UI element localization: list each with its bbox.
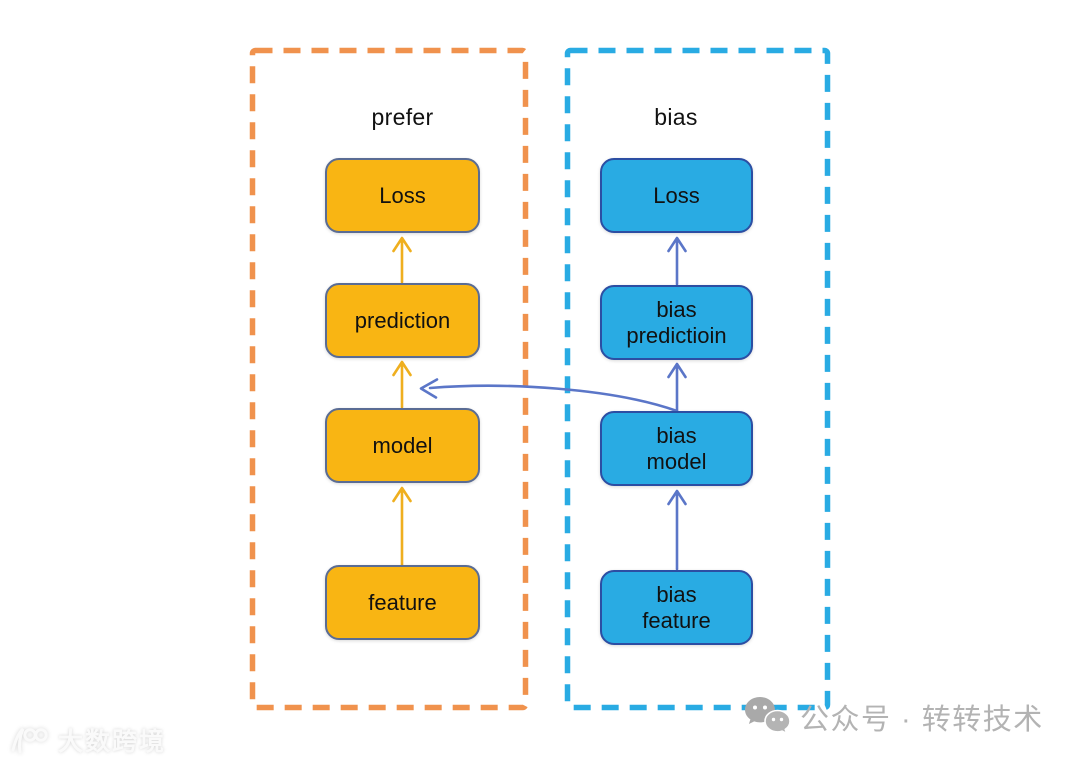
watermark-dashukuajing: 大数跨境 xyxy=(8,722,166,758)
arrow-bias-prediction-to-loss xyxy=(667,236,687,286)
watermark-right-text: 公众号 · 转转技术 xyxy=(800,704,1044,736)
node-prefer-model: model xyxy=(325,408,480,483)
arrow-bias-model-to-bias-prediction xyxy=(667,362,687,412)
prefer-group-border xyxy=(249,47,529,711)
arrow-model-to-prediction xyxy=(392,360,412,409)
node-bias-model: bias model xyxy=(600,411,753,486)
dashukuajing-logo-icon xyxy=(11,727,48,754)
node-bias-loss: Loss xyxy=(600,158,753,233)
wechat-icon xyxy=(745,697,791,735)
arrow-feature-to-model xyxy=(392,486,412,567)
bias-group-label: bias xyxy=(654,104,698,130)
node-prefer-prediction: prediction xyxy=(325,283,480,358)
watermark-wechat-account: 公众号 · 转转技术 xyxy=(744,696,1044,738)
node-bias-feature: bias feature xyxy=(600,570,753,645)
cross-arrow-bias-model-to-prefer-prediction xyxy=(419,378,679,413)
bias-group-border xyxy=(564,47,831,711)
watermark-left-text: 大数跨境 xyxy=(58,728,167,756)
arrow-bias-feature-to-bias-model xyxy=(667,489,687,571)
prefer-group-label: prefer xyxy=(371,104,434,130)
node-bias-prediction: bias predictioin xyxy=(600,285,753,360)
arrow-prediction-to-loss xyxy=(392,236,412,284)
node-prefer-feature: feature xyxy=(325,565,480,640)
node-prefer-loss: Loss xyxy=(325,158,480,233)
